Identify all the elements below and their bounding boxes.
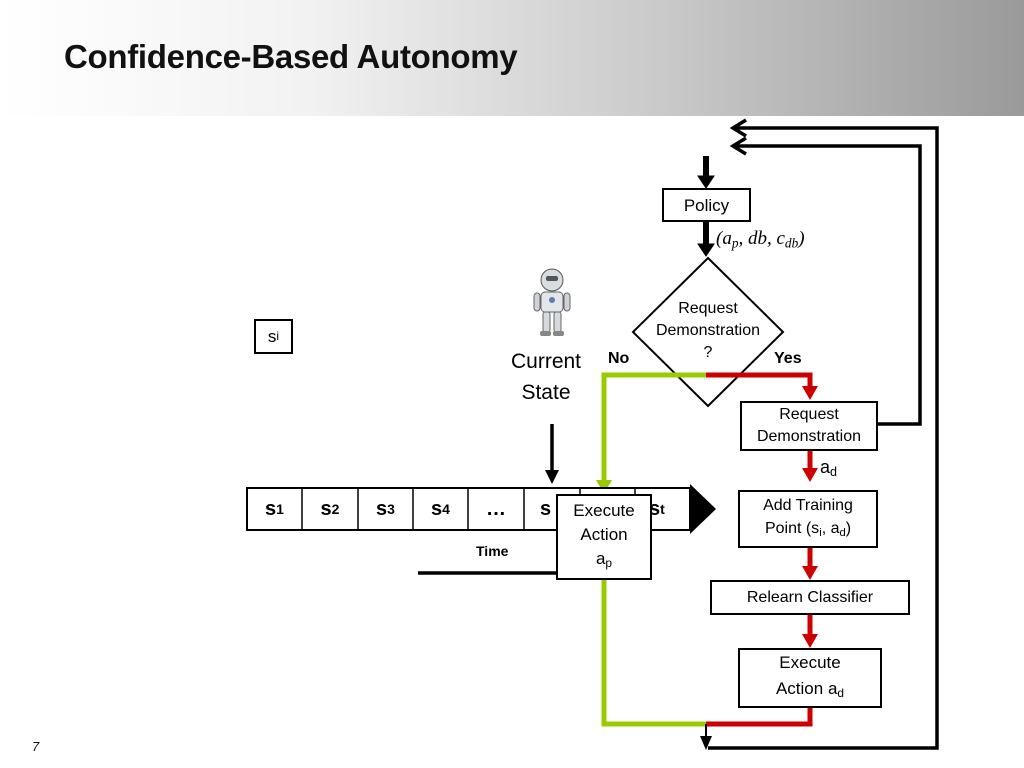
decision-diamond [631,256,785,408]
no-path-line-top [601,372,706,482]
ad-label: ad [820,457,838,480]
add-training-point-box: Add Training Point (si, ad) [738,490,878,548]
outer-loop-line [708,126,939,750]
slide-number: 7 [32,739,40,754]
slide-title: Confidence-Based Autonomy [64,38,518,75]
time-label: Time [476,543,509,559]
robot-icon [533,268,571,336]
inner-loop-arrowhead [729,136,747,156]
decision-text: Request Demonstration ? [655,300,761,361]
no-label: No [608,350,630,367]
policy-arrows [697,156,715,257]
timeline-arrowhead [690,484,716,534]
timeline-cell: … [486,497,506,520]
policy-label: Policy [683,195,730,215]
policy-box: Policy [662,188,751,222]
yes-label: Yes [774,350,802,367]
timeline-cell: s [540,497,552,520]
header-band [0,0,1024,116]
feedback-loop-lines [708,118,939,750]
request-demonstration-box: Request Demonstration [740,401,878,451]
current-state-label: Current State [510,350,582,404]
execute-action-ap-box: Execute Action ap [556,494,652,580]
policy-input-arrowhead [697,175,715,189]
yes-path [706,372,813,727]
yes-path-line-top [706,372,813,388]
relearn-classifier-box: Relearn Classifier [710,580,910,615]
execute-action-ad-box: Execute Action ad [738,648,882,708]
policy-output-formula: (ap, db, cdb) [716,228,805,251]
policy-output-arrowhead [697,243,715,257]
inner-loop-line [733,144,922,426]
yes-path-arrowheads [802,386,818,648]
no-path [601,372,706,727]
outer-loop-arrowhead [729,118,747,138]
merge-arrowhead [700,736,712,750]
current-state-arrowhead [545,470,559,484]
yes-path-line-bottom [706,708,813,727]
no-path-line-bottom [601,580,706,727]
